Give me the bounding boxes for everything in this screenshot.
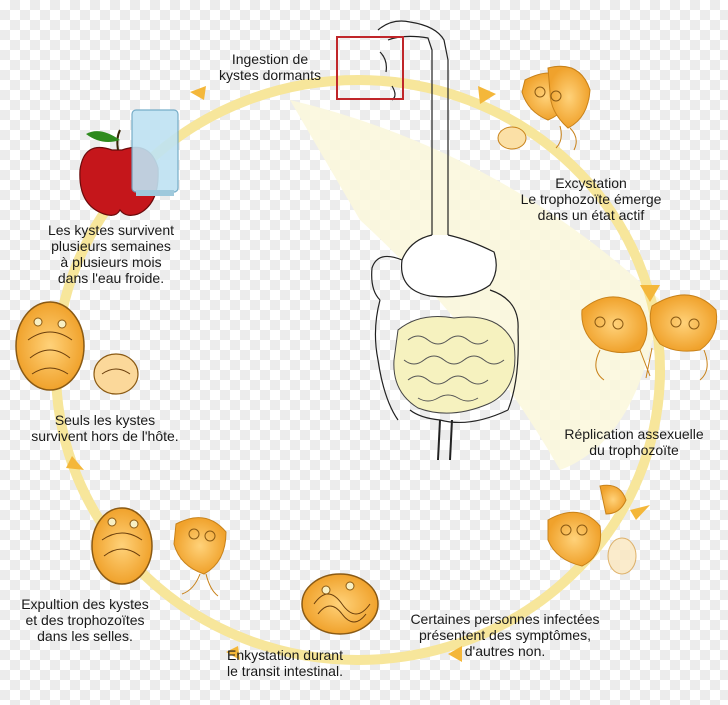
trophozoite-excystation [497, 65, 591, 151]
cyst-outside-host [15, 301, 139, 395]
label-ingestion: Ingestion de kystes dormants [219, 51, 321, 83]
arrow-icon [630, 505, 650, 520]
arrow-icon [66, 456, 84, 470]
label-symptoms: Certaines personnes infectées présentent… [410, 611, 600, 659]
digestive-system [371, 20, 519, 461]
arrow-icon [448, 646, 462, 662]
label-excystation: Excystation Le trophozoïte émerge dans u… [520, 175, 662, 223]
label-outside: Seuls les kystes survivent hors de l'hôt… [31, 412, 179, 444]
arrow-icon [640, 285, 660, 302]
label-expulsion: Expultion des kystes et des trophozoïtes… [21, 596, 149, 644]
trophozoite-expulsion [173, 517, 227, 597]
trophozoite-replication [581, 294, 718, 381]
label-survive: Les kystes survivent plusieurs semaines … [47, 222, 175, 286]
water-glass-icon [131, 109, 179, 196]
label-replication: Réplication assexuelle du trophozoïte [564, 426, 704, 458]
label-encystation: Enkystation durant le transit intestinal… [227, 647, 343, 679]
cyst-encystation [301, 573, 379, 635]
cyst-expulsion [91, 507, 153, 585]
mouth-highlight-box [336, 36, 404, 100]
small-intestine [393, 316, 516, 414]
arrow-icon [226, 646, 240, 660]
arrow-icon [478, 86, 496, 104]
trophozoite-symptoms [547, 484, 637, 575]
arrow-icon [190, 86, 206, 100]
